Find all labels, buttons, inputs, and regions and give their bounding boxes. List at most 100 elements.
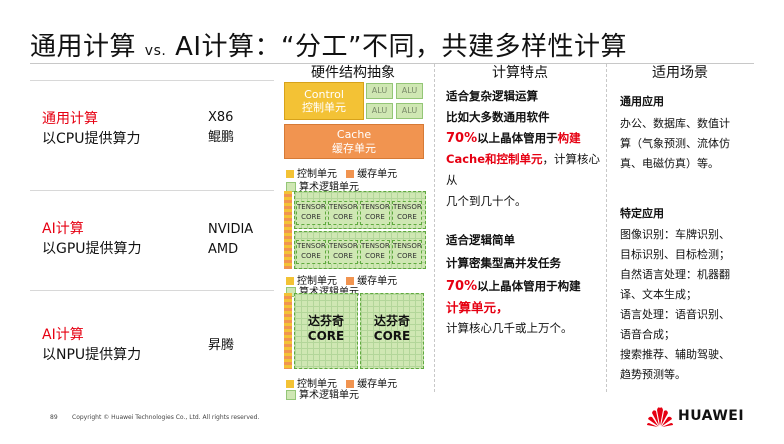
huawei-logo-icon [646, 404, 674, 428]
feature-line: 比如大多数通用软件 [446, 110, 550, 124]
legend-cache: 缓存单元 [357, 169, 398, 180]
cache-en-label: Cache [336, 128, 372, 141]
cache-legend-swatch [346, 170, 355, 178]
features-cpu: 适合复杂逻辑运算 比如大多数通用软件 70%以上晶体管用于构建 Cache和控制… [446, 86, 604, 212]
scenes-specific: 特定应用 图像识别：车牌识别、 目标识别、目标检测； 自然语言处理：机器翻 译、… [620, 204, 760, 385]
chip-name: 昇腾 [208, 338, 235, 353]
feature-line: 70%以上晶体管用于构建 [446, 131, 581, 146]
scene-line: 办公、数据库、数值计 [620, 117, 730, 130]
row-gpu-label: AI计算 以GPU提供算力 [42, 218, 142, 258]
cache-legend-swatch [346, 277, 355, 285]
feature-line: Cache和控制单元，计算核心从 [446, 152, 601, 187]
title-part2: AI计算：“分工”不同，共建多样性计算 [175, 32, 627, 62]
row-divider [30, 80, 274, 81]
row-type: 通用计算 [42, 111, 98, 127]
feature-line: 几个到几十个。 [446, 194, 527, 208]
control-legend-swatch [286, 277, 294, 285]
row-desc: 以GPU提供算力 [42, 241, 142, 257]
legend-control: 控制单元 [297, 379, 337, 390]
chip-name: AMD [208, 242, 239, 257]
scene-line: 自然语言处理：机器翻 [620, 268, 730, 281]
title-part1: 通用计算 [30, 32, 137, 62]
row-cpu-chips: X86 鲲鹏 [208, 108, 234, 148]
feature-line: 计算单元， [446, 300, 509, 315]
row-gpu-chips: NVIDIA AMD [208, 220, 253, 260]
npu-legend-row2: 算术逻辑单元 [286, 386, 359, 401]
row-type: AI计算 [42, 327, 84, 343]
control-en-label: Control [304, 88, 344, 101]
legend-control: 控制单元 [297, 276, 337, 287]
npu-legend-row1: 控制单元 缓存单元 [286, 375, 397, 390]
scene-line: 译、文本生成； [620, 288, 697, 301]
control-legend-swatch [286, 170, 294, 178]
slide-title: 通用计算 vs. AI计算：“分工”不同，共建多样性计算 [30, 26, 627, 63]
chip-name: X86 [208, 110, 234, 125]
legend-cache: 缓存单元 [357, 379, 398, 390]
cpu-legend-row1: 控制单元 缓存单元 [286, 165, 397, 180]
cpu-alu: ALU [366, 103, 393, 119]
column-divider [606, 64, 608, 392]
cpu-alu: ALU [396, 103, 423, 119]
scene-line: 图像识别：车牌识别、 [620, 228, 730, 241]
row-npu-chips: 昇腾 [208, 336, 234, 356]
scenes-general: 通用应用 办公、数据库、数值计 算（气象预测、流体仿 真、电磁仿真）等。 [620, 92, 760, 174]
copyright: Copyright © Huawei Technologies Co., Ltd… [72, 414, 260, 421]
cache-cn-label: 缓存单元 [332, 142, 376, 155]
scene-line: 算（气象预测、流体仿 [620, 137, 730, 150]
gpu-control-strip [284, 191, 292, 269]
col-header-scenes: 适用场景 [652, 65, 708, 81]
col-header-features: 计算特点 [492, 65, 548, 81]
alu-legend-swatch [286, 390, 296, 400]
title-vs: vs. [144, 43, 167, 59]
feature-line: 适合复杂逻辑运算 [446, 89, 538, 103]
col-header-hardware: 硬件结构抽象 [311, 65, 395, 81]
cpu-cache-block: Cache 缓存单元 [284, 124, 424, 159]
chip-name: NVIDIA [208, 222, 254, 237]
title-divider [30, 63, 754, 64]
scene-head: 通用应用 [620, 95, 664, 108]
feature-line: 计算核心几千或上万个。 [446, 321, 573, 335]
feature-line: 适合逻辑简单 [446, 233, 515, 247]
cpu-alu: ALU [366, 83, 393, 99]
scene-line: 语音合成； [620, 328, 675, 341]
scene-head: 特定应用 [620, 207, 664, 220]
page-number: 89 [50, 414, 58, 421]
scene-line: 目标识别、目标检测； [620, 248, 730, 261]
legend-alu: 算术逻辑单元 [299, 182, 359, 193]
legend-alu: 算术逻辑单元 [299, 287, 359, 298]
cpu-alu: ALU [396, 83, 423, 99]
row-type: AI计算 [42, 221, 84, 237]
row-desc: 以NPU提供算力 [42, 347, 142, 363]
scene-line: 语言处理：语音识别、 [620, 308, 730, 321]
scene-line: 趋势预测等。 [620, 368, 686, 381]
npu-control-strip [284, 293, 292, 369]
cpu-control-block: Control 控制单元 [284, 82, 364, 120]
control-cn-label: 控制单元 [302, 101, 346, 114]
feature-line: 70%以上晶体管用于构建 [446, 279, 581, 294]
row-divider [30, 190, 274, 191]
column-divider [434, 64, 436, 392]
legend-control: 控制单元 [297, 169, 337, 180]
legend-cache: 缓存单元 [357, 276, 398, 287]
scene-line: 真、电磁仿真）等。 [620, 157, 719, 170]
chip-name: 鲲鹏 [208, 130, 235, 145]
row-npu-label: AI计算 以NPU提供算力 [42, 324, 141, 364]
legend-alu: 算术逻辑单元 [299, 390, 359, 401]
control-legend-swatch [286, 380, 294, 388]
row-divider [30, 290, 274, 291]
huawei-logo-text: HUAWEI [678, 408, 745, 424]
scene-line: 搜索推荐、辅助驾驶、 [620, 348, 730, 361]
cache-legend-swatch [346, 380, 355, 388]
